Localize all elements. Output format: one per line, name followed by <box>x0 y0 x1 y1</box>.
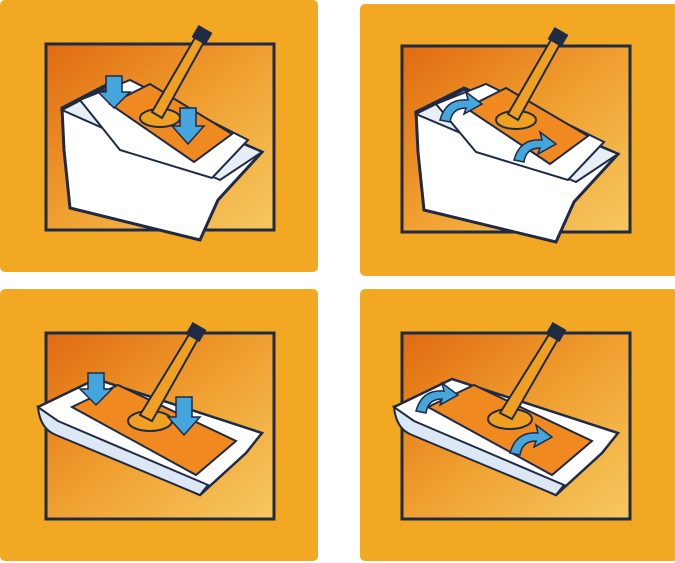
step-3-illustration <box>0 289 318 561</box>
step-1-illustration <box>0 0 318 272</box>
instruction-panel-3 <box>0 289 318 561</box>
step-4-illustration <box>360 289 675 561</box>
step-2-illustration <box>360 4 675 276</box>
instruction-panel-1 <box>0 0 318 272</box>
instruction-panel-2 <box>360 4 675 276</box>
instruction-panel-4 <box>360 289 675 561</box>
